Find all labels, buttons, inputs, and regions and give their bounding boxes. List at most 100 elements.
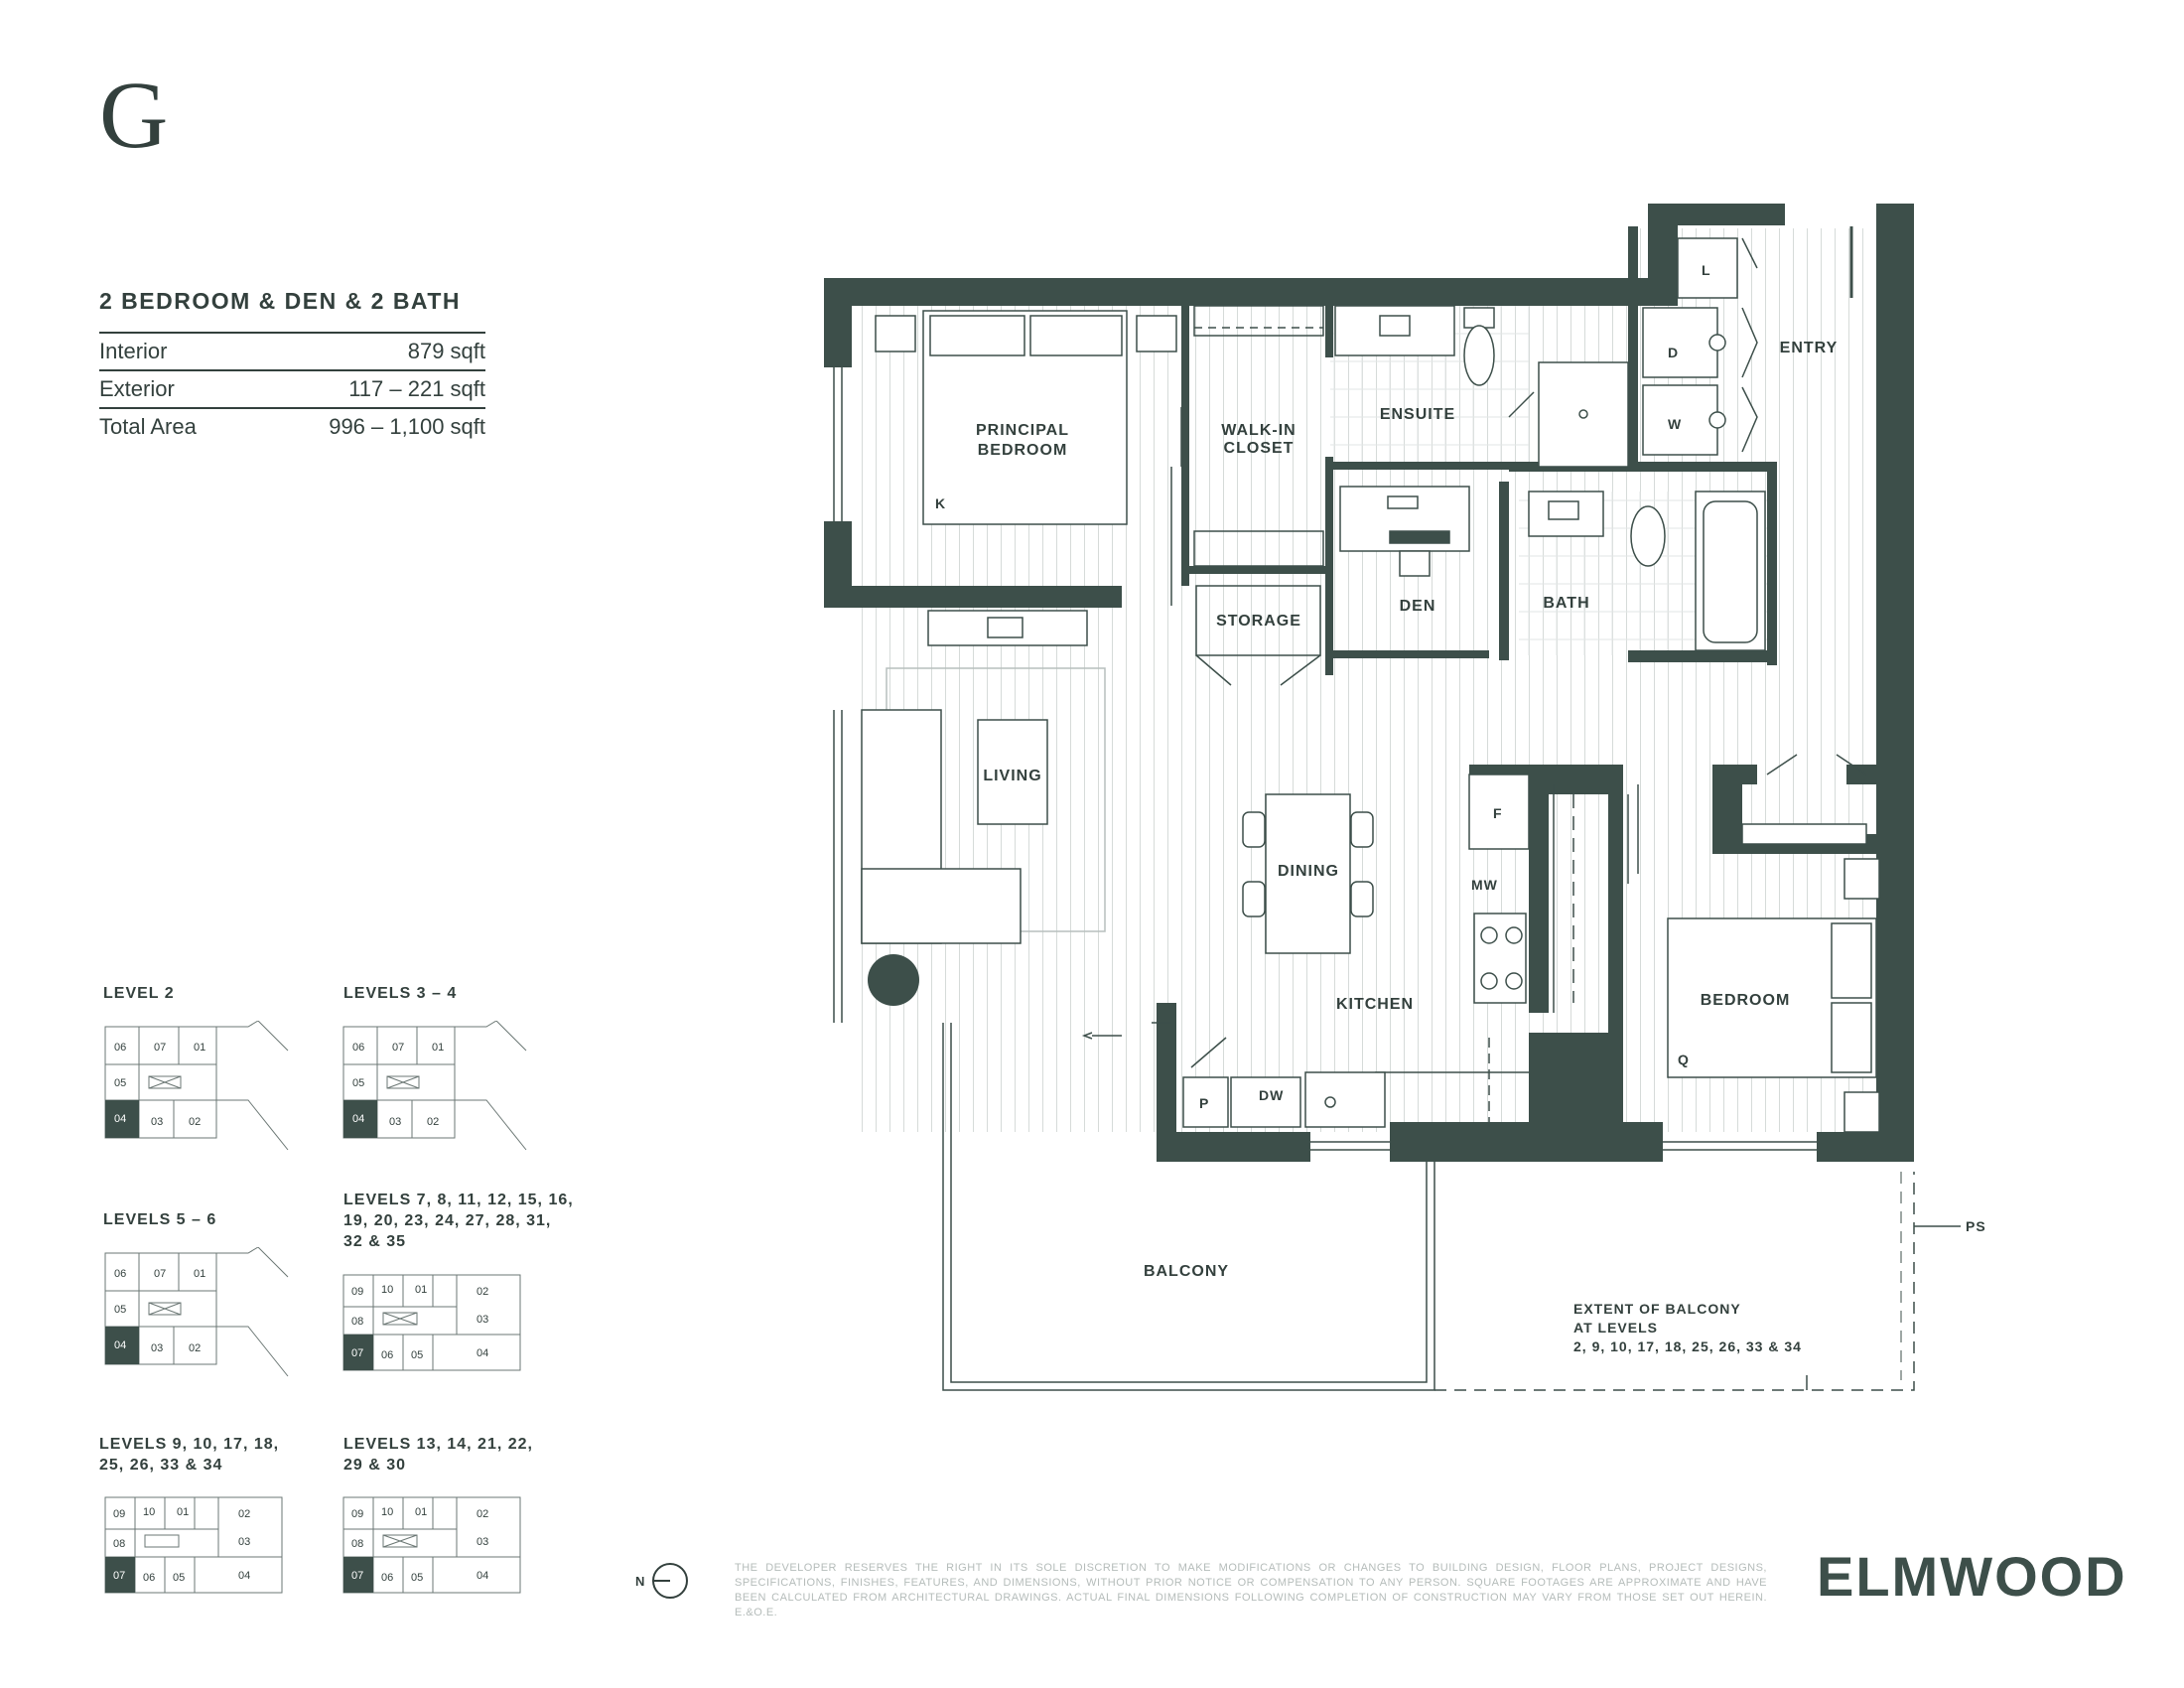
living-furniture: [861, 610, 1106, 944]
svg-text:05: 05: [411, 1349, 423, 1361]
svg-text:02: 02: [477, 1508, 488, 1520]
room-balcony: BALCONY: [1144, 1263, 1229, 1280]
principal-bed-size: K: [935, 495, 946, 511]
svg-text:09: 09: [113, 1508, 125, 1520]
svg-text:08: 08: [351, 1316, 363, 1328]
area-label: Total Area: [99, 414, 197, 439]
svg-text:01: 01: [194, 1042, 205, 1054]
svg-text:AT LEVELS: AT LEVELS: [1573, 1320, 1658, 1336]
unit-type-title: 2 BEDROOM & DEN & 2 BATH: [99, 288, 461, 314]
svg-text:02: 02: [189, 1342, 201, 1354]
area-value: 879 sqft: [407, 339, 485, 363]
key-plan-label: LEVELS 9, 10, 17, 18,25, 26, 33 & 34: [99, 1436, 280, 1474]
svg-text:01: 01: [415, 1284, 427, 1296]
pantry-label: P: [1199, 1095, 1209, 1111]
svg-text:03: 03: [477, 1536, 488, 1548]
svg-text:05: 05: [352, 1077, 364, 1089]
area-value: 996 – 1,100 sqft: [329, 414, 485, 439]
svg-text:04: 04: [477, 1570, 488, 1582]
key-plan-label: LEVELS 7, 8, 11, 12, 15, 16,19, 20, 23, …: [343, 1192, 574, 1250]
den-desk: [1339, 486, 1470, 577]
laundry-fixtures: [1642, 237, 1758, 456]
svg-text:09: 09: [351, 1286, 363, 1298]
svg-text:07: 07: [113, 1570, 125, 1582]
svg-text:03: 03: [389, 1116, 401, 1128]
svg-text:06: 06: [381, 1349, 393, 1361]
room-bath: BATH: [1543, 595, 1589, 612]
area-row-total: Total Area 996 – 1,100 sqft: [99, 407, 485, 445]
svg-text:06: 06: [352, 1042, 364, 1054]
svg-text:07: 07: [154, 1268, 166, 1280]
room-kitchen: KITCHEN: [1336, 996, 1414, 1013]
bath-fixtures: [1528, 491, 1766, 651]
svg-text:05: 05: [114, 1077, 126, 1089]
room-bedroom: BEDROOM: [1701, 992, 1791, 1009]
svg-text:10: 10: [143, 1506, 155, 1518]
svg-text:03: 03: [151, 1116, 163, 1128]
svg-text:02: 02: [189, 1116, 201, 1128]
room-dining: DINING: [1278, 863, 1339, 880]
dining-set: [1242, 793, 1374, 954]
disclaimer: The developer reserves the right in its …: [735, 1562, 1767, 1618]
balcony-note: EXTENT OF BALCONY: [1573, 1301, 1741, 1317]
area-table: Interior 879 sqft Exterior 117 – 221 sqf…: [99, 332, 485, 445]
svg-text:BEDROOM: BEDROOM: [978, 442, 1068, 459]
svg-text:04: 04: [114, 1339, 126, 1351]
svg-text:02: 02: [238, 1508, 250, 1520]
microwave-label: MW: [1471, 877, 1498, 893]
svg-text:10: 10: [381, 1284, 393, 1296]
svg-text:04: 04: [238, 1570, 250, 1582]
svg-text:06: 06: [381, 1572, 393, 1584]
area-row-interior: Interior 879 sqft: [99, 332, 485, 369]
svg-text:02: 02: [477, 1286, 488, 1298]
svg-text:07: 07: [351, 1570, 363, 1582]
area-row-exterior: Exterior 117 – 221 sqft: [99, 369, 485, 407]
svg-text:2, 9, 10, 17, 18, 25, 26, 33 &: 2, 9, 10, 17, 18, 25, 26, 33 & 34: [1573, 1338, 1802, 1354]
kitchen-fixtures: [1182, 774, 1530, 1132]
svg-text:03: 03: [477, 1314, 488, 1326]
fridge-label: F: [1493, 805, 1503, 821]
svg-text:01: 01: [415, 1506, 427, 1518]
room-living: LIVING: [983, 768, 1041, 784]
svg-text:01: 01: [194, 1268, 205, 1280]
svg-text:CLOSET: CLOSET: [1224, 440, 1295, 457]
svg-text:N: N: [635, 1574, 644, 1589]
plan-letter: G: [99, 62, 169, 168]
svg-text:04: 04: [114, 1113, 126, 1125]
balcony-extent-line: [1434, 1172, 1915, 1391]
area-value: 117 – 221 sqft: [348, 376, 485, 401]
svg-text:04: 04: [352, 1113, 364, 1125]
plant-circle: [868, 954, 919, 1006]
linen-label: L: [1702, 262, 1711, 278]
key-plan-level-2: 06 07 01 05 04 03 02: [104, 1021, 289, 1151]
svg-text:01: 01: [432, 1042, 444, 1054]
svg-text:04: 04: [477, 1347, 488, 1359]
svg-text:05: 05: [411, 1572, 423, 1584]
key-plan-label: LEVELS 13, 14, 21, 22,29 & 30: [343, 1436, 533, 1474]
key-plan-label: LEVELS 5 – 6: [103, 1211, 217, 1228]
ps-label: PS: [1966, 1218, 1986, 1234]
principal-bed-furniture: [875, 310, 1177, 525]
svg-text:07: 07: [154, 1042, 166, 1054]
svg-text:03: 03: [238, 1536, 250, 1548]
north-arrow-icon: N: [635, 1563, 688, 1599]
room-den: DEN: [1400, 598, 1436, 615]
dryer-label: D: [1668, 345, 1679, 360]
room-ensuite: ENSUITE: [1380, 406, 1455, 423]
svg-text:06: 06: [143, 1572, 155, 1584]
svg-text:03: 03: [151, 1342, 163, 1354]
svg-text:08: 08: [351, 1538, 363, 1550]
dishwasher-label: DW: [1259, 1087, 1284, 1103]
svg-text:10: 10: [381, 1506, 393, 1518]
svg-text:08: 08: [113, 1538, 125, 1550]
svg-text:07: 07: [392, 1042, 404, 1054]
svg-text:06: 06: [114, 1042, 126, 1054]
room-principal-bedroom: PRINCIPAL: [976, 422, 1069, 439]
svg-text:05: 05: [173, 1572, 185, 1584]
